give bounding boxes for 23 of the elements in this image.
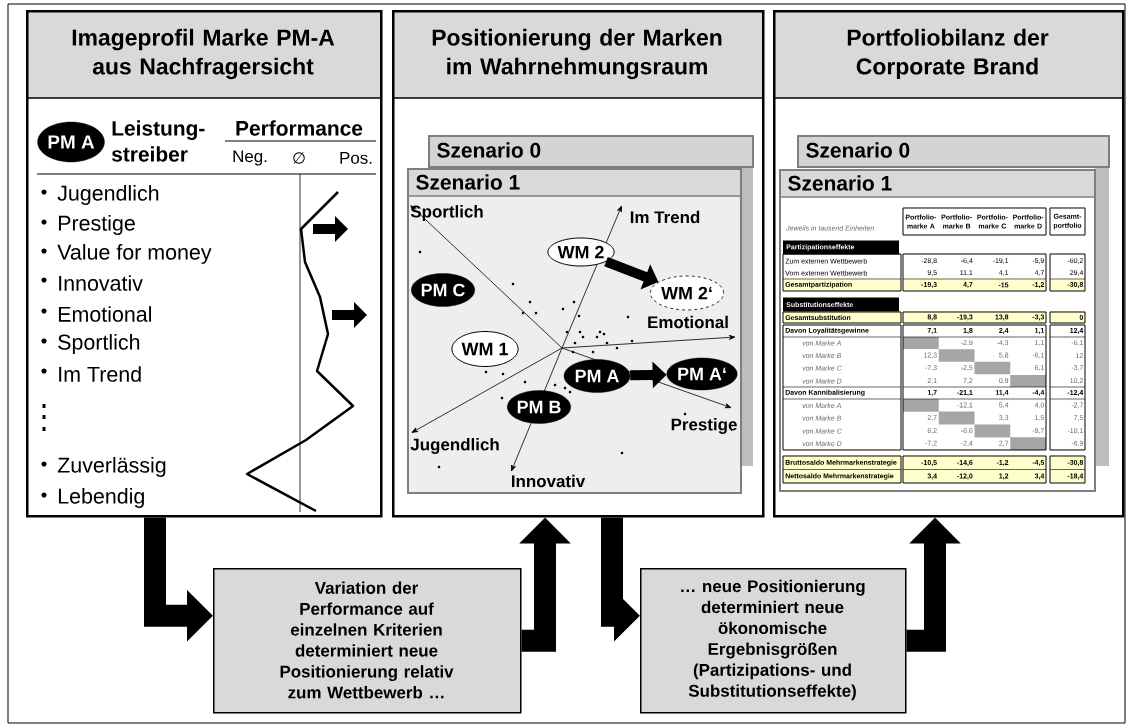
axis-label: Prestige: [671, 418, 737, 434]
header-label: ∅: [293, 152, 305, 164]
header-label: Pos.: [340, 152, 372, 164]
text-box: … neue Positionierung determiniert neue ökonomische Ergebnisgrößen (Partizipations- und Substitutionseffekte): [640, 568, 907, 714]
list-item: Innovativ: [41, 275, 143, 291]
list-item: Prestige: [41, 215, 135, 235]
list-item: Value for money: [41, 244, 212, 264]
axis-label: Jugendlich: [410, 438, 499, 454]
list-item: Lebendig: [41, 488, 144, 508]
axis-label: Innovativ: [511, 474, 586, 488]
text-box: Variation der Performance auf einzelnen Kriterien determiniert neue Positionierung relativ zum Wettbewerb …: [213, 568, 522, 714]
list-item: Jugendlich: [41, 185, 159, 205]
axis-label: Im Trend: [630, 210, 700, 224]
list-item: Zuverlässig: [41, 457, 166, 477]
list-item: Emotional: [41, 306, 151, 322]
header-label: Performance: [236, 120, 363, 136]
axis-label: Emotional: [648, 315, 728, 329]
axis-label: Sportlich: [410, 205, 483, 221]
scenario-card: Szenario 0: [797, 135, 1110, 168]
scenario-card: Szenario 0: [428, 135, 754, 168]
list-item: Im Trend: [41, 366, 141, 382]
header-label: Neg.: [233, 150, 267, 166]
list-item: Sportlich: [41, 334, 140, 354]
